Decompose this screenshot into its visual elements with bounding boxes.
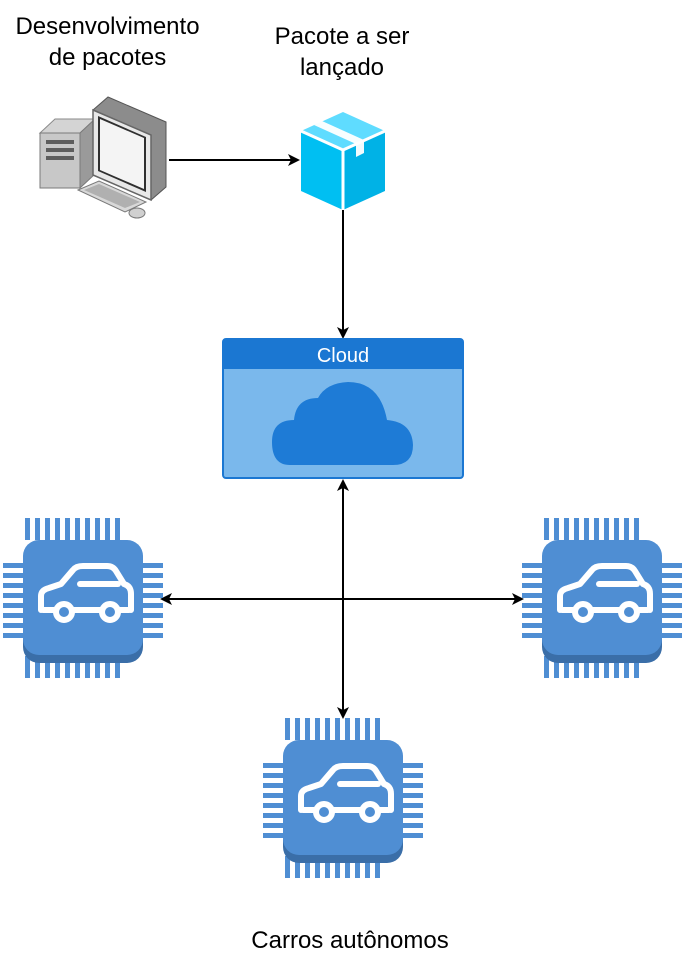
cars-label: Carros autônomos (251, 927, 449, 954)
car-chip-icon-bottom (263, 718, 423, 878)
car-chip-icon-right (522, 518, 682, 678)
cloud-title: Cloud (317, 345, 369, 367)
package-box-icon (300, 112, 386, 210)
developer-label: Desenvolvimento de pacotes (15, 13, 200, 71)
car-chip-icon-left (3, 518, 163, 678)
package-label: Pacote a ser lançado (274, 23, 410, 81)
computer-icon (38, 96, 167, 219)
cloud-icon (272, 382, 413, 465)
cloud-container: Cloud (222, 338, 464, 479)
